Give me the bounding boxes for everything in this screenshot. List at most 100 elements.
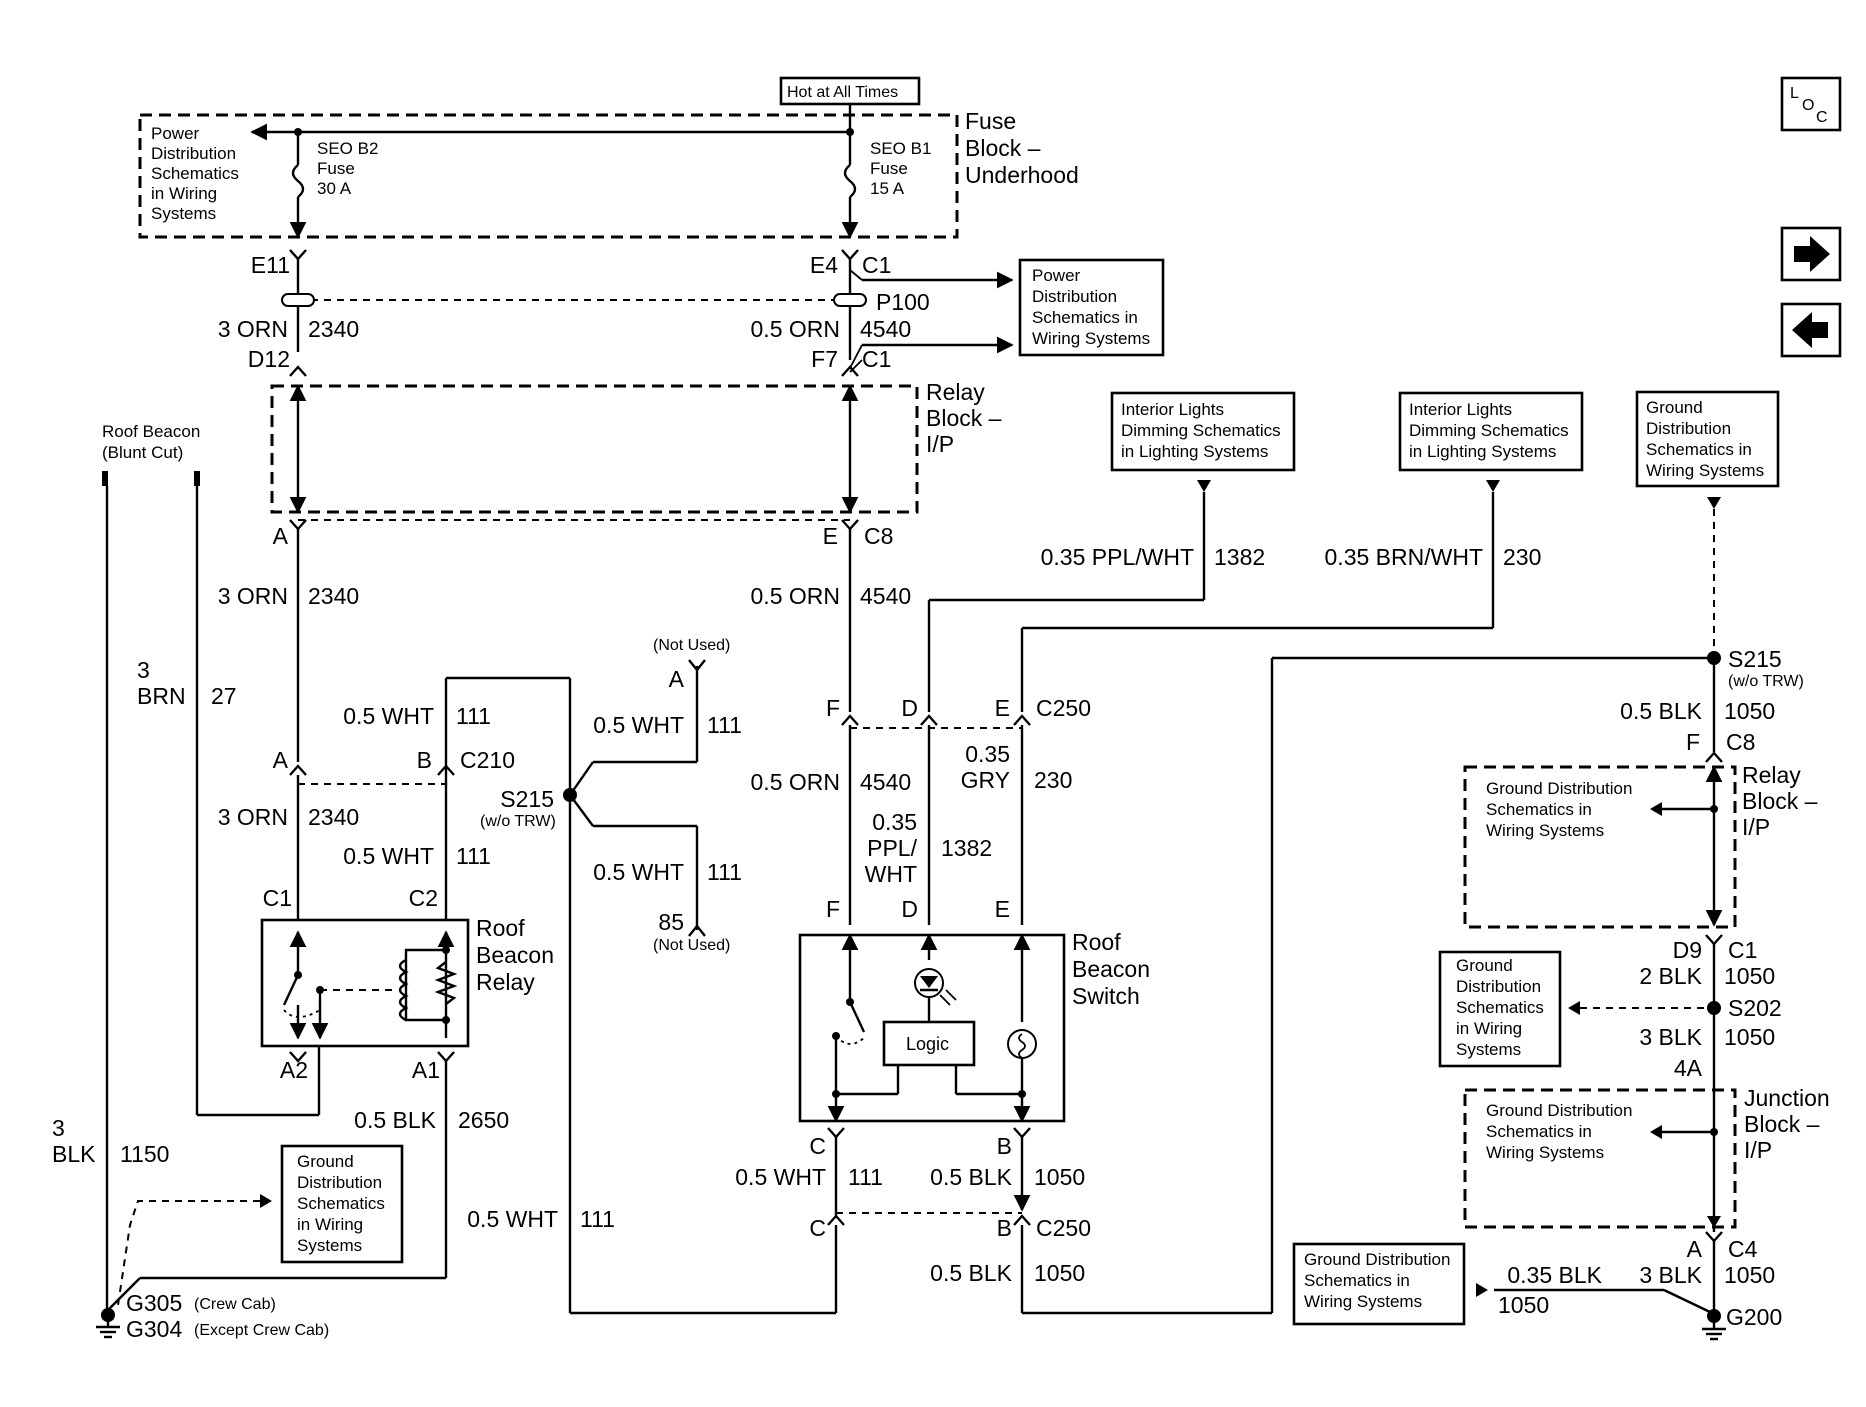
f7-connector <box>841 365 859 377</box>
ground-bottom-arrow <box>1476 1283 1488 1297</box>
illumination-filament <box>1018 1033 1026 1059</box>
s215r-note: (w/o TRW) <box>1728 673 1804 690</box>
circuit-230: 230 <box>1503 544 1541 570</box>
junction-inner-label: Ground Distribution Schematics in Wiring… <box>1486 1101 1637 1162</box>
sw-c-connector <box>827 1127 845 1139</box>
relay-block-2-label: Relay Block – I/P <box>1742 762 1824 840</box>
ground-bottom-label: Ground Distribution Schematics in Wiring… <box>1304 1250 1455 1311</box>
conn-c250-a: C250 <box>1036 695 1091 721</box>
indicator-ray-1 <box>939 994 951 1006</box>
circuit-1050-e: 1050 <box>1724 1024 1775 1050</box>
wire-3orn-c: 3 ORN <box>218 804 288 830</box>
roof-beacon-relay-box <box>260 918 470 1048</box>
loc-o: O <box>1802 97 1814 114</box>
wire-ppl-wht: 0.35 PPL/WHT <box>1041 544 1194 570</box>
conn-c2-relay: C2 <box>409 885 438 911</box>
conn-d-c250: D <box>901 695 918 721</box>
wire-035-diag <box>1663 1288 1711 1314</box>
circuit-111-c: 111 <box>456 843 491 869</box>
wire-3brn-b: BRN <box>137 683 186 709</box>
junction-block-outline <box>1463 1088 1737 1229</box>
c250-c-connector <box>827 1214 845 1226</box>
conn-f7: F7 <box>811 346 838 372</box>
circuit-1050-d: 1050 <box>1724 963 1775 989</box>
ground-mid-box <box>1438 950 1562 1068</box>
ground-g305: G305 <box>126 1290 182 1316</box>
fuse-b1-symbol <box>843 164 857 198</box>
conn-a1: A1 <box>412 1057 440 1083</box>
pin-4a: 4A <box>1674 1055 1703 1081</box>
conn-e11: E11 <box>251 252 290 278</box>
wire-3blk-d: 3 BLK <box>1639 1262 1702 1288</box>
roof-beacon-label: Roof Beacon (Blunt Cut) <box>102 422 205 462</box>
relay-block-ip-2-outline <box>1463 765 1737 929</box>
ground-left-label: Ground Distribution Schematics in Wiring… <box>297 1152 390 1255</box>
conn-c-sw: C <box>809 1133 826 1159</box>
circuit-111-a: 111 <box>456 703 491 729</box>
relay-2-branch-arrow <box>1650 802 1662 816</box>
indicator-ray-2 <box>945 989 957 1001</box>
conn-f-c250: F <box>826 695 840 721</box>
circuit-2340-c: 2340 <box>308 804 359 830</box>
circuit-111-e: 111 <box>580 1206 615 1232</box>
p100-right <box>833 293 867 307</box>
circuit-4540-a: 4540 <box>860 316 911 342</box>
c250-b-connector <box>1013 1214 1031 1226</box>
circuit-27: 27 <box>211 683 237 709</box>
circuit-230-b: 230 <box>1034 767 1072 793</box>
wire-3blk-a: 3 <box>52 1115 65 1141</box>
wire-05orn-b: 0.5 ORN <box>751 583 840 609</box>
s215r-label: S215 <box>1728 646 1782 672</box>
conn-a-c210: A <box>273 747 289 773</box>
not-used-a: (Not Used) <box>653 637 730 654</box>
wire-111-to-a <box>569 761 594 796</box>
wire-ppl-a: 0.35 <box>872 809 917 835</box>
wire-05wht-c: 0.5 WHT <box>343 843 434 869</box>
conn-c1-b: C1 <box>862 346 891 372</box>
conn-e-c250: E <box>995 695 1010 721</box>
conn-c8-b: C8 <box>1726 729 1755 755</box>
circuit-1150: 1150 <box>120 1141 169 1167</box>
circuit-4540-c: 4540 <box>860 769 911 795</box>
d12-connector <box>289 365 307 377</box>
conn-a2: A2 <box>280 1057 308 1083</box>
interior-lights-label-1: Interior Lights Dimming Schematics in Li… <box>1121 400 1285 461</box>
wire-05wht-a: 0.5 WHT <box>343 703 434 729</box>
wire-111-to-85 <box>569 794 594 827</box>
wire-ppl-b: PPL/ <box>867 835 917 861</box>
conn-p100: P100 <box>876 289 930 315</box>
interior-lights-box-2 <box>1398 391 1584 472</box>
circuit-1050-a: 1050 <box>1034 1164 1085 1190</box>
switch-arc <box>835 1035 867 1045</box>
c1-lower-diag <box>849 344 863 369</box>
d9-connector <box>1705 934 1723 946</box>
relay-coil-icon <box>398 958 409 1022</box>
interior-lights-label-2: Interior Lights Dimming Schematics in Li… <box>1409 400 1573 461</box>
circuit-1050-g: 1050 <box>1498 1292 1549 1318</box>
ground-left-arrow <box>260 1194 272 1208</box>
conn-e-sw: E <box>995 896 1010 922</box>
circuit-111-b: 111 <box>707 712 742 738</box>
arrow-right-icon <box>1794 236 1830 272</box>
indicator-lamp-diode <box>920 976 938 988</box>
interior-2-arrow <box>1486 480 1500 492</box>
conn-b-sw: B <box>997 1133 1012 1159</box>
pin-85-label: 85 <box>658 909 684 935</box>
wire-05wht-f: 0.5 WHT <box>735 1164 826 1190</box>
loc-box[interactable] <box>1780 76 1842 132</box>
a-connector-top <box>289 519 307 531</box>
circuit-111-f: 111 <box>848 1164 883 1190</box>
relay-switch-arm <box>282 974 300 1006</box>
s215-note: (w/o TRW) <box>480 813 556 830</box>
e11-connector <box>289 249 307 261</box>
circuit-1050-f: 1050 <box>1724 1262 1775 1288</box>
ground-g304-note: (Except Crew Cab) <box>194 1322 329 1339</box>
wire-3blk-b: BLK <box>52 1141 96 1167</box>
conn-a-top: A <box>273 523 289 549</box>
f-c8-connector <box>1705 751 1723 763</box>
circuit-1050-b: 1050 <box>1034 1260 1085 1286</box>
ground-g305-note: (Crew Cab) <box>194 1296 276 1313</box>
circuit-2340-b: 2340 <box>308 583 359 609</box>
circuit-2650: 2650 <box>458 1107 509 1133</box>
p100-left <box>281 293 315 307</box>
